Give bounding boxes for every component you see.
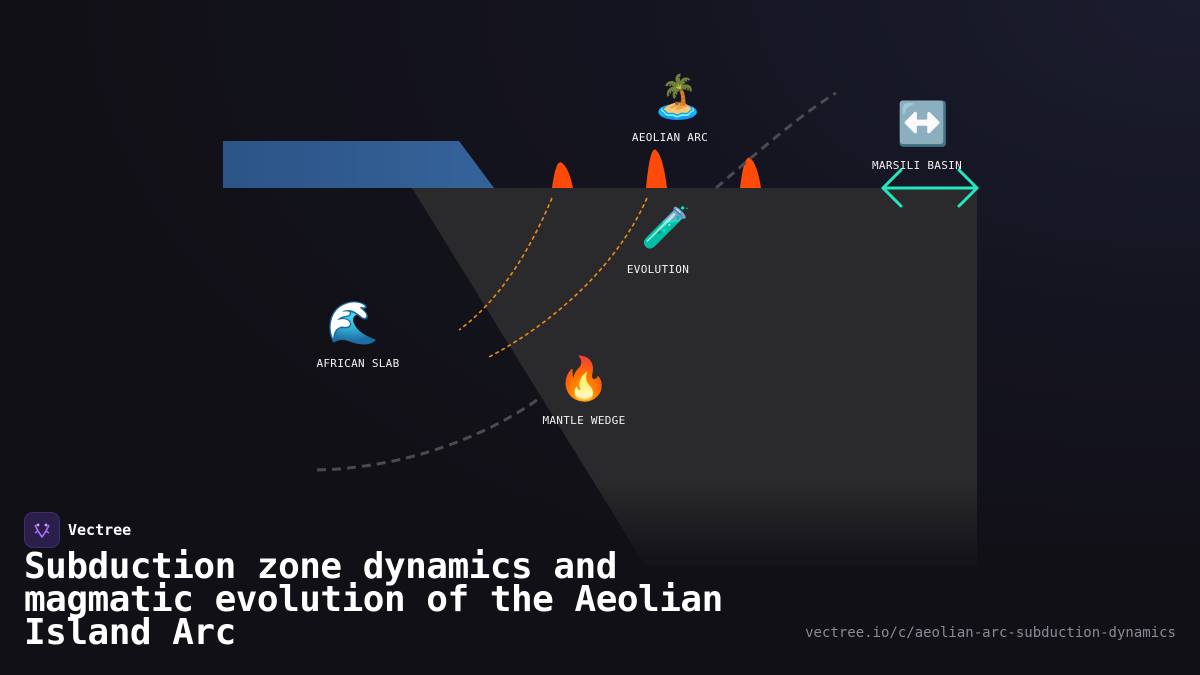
page-title: Subduction zone dynamics and magmatic ev… [24,546,723,653]
magma-path-left [458,197,553,331]
desert-island-icon: 🏝️ [651,72,705,121]
slab-trace-upper [715,91,837,190]
magma-path-right [486,197,648,359]
volcano-left [552,162,573,188]
left-right-arrow-icon: ↔️ [896,99,950,148]
volcano-right [740,157,761,188]
extension-arrow [881,168,979,208]
vectree-logo-icon [24,512,60,548]
brand-name: Vectree [68,521,132,539]
volcano-center [646,149,667,188]
fire-icon: 🔥 [557,354,611,403]
aeolian-arc-label: AEOLIAN ARC [631,131,709,144]
source-url[interactable]: vectree.io/c/aeolian-arc-subduction-dyna… [805,625,1176,641]
test-tube-icon: 🧪 [641,205,691,251]
water-wave-icon: 🌊 [326,298,380,347]
overriding-plate [412,188,977,565]
evolution-label: EVOLUTION [626,263,690,276]
sea-layer [223,141,494,188]
marsili-basin-label: MARSILI BASIN [872,159,962,172]
bottom-fade [0,480,1200,675]
mantle-wedge-label: MANTLE WEDGE [542,414,626,427]
african-slab-label: AFRICAN SLAB [316,357,400,370]
brand: Vectree [24,512,131,548]
slab-trace-lower [316,398,538,472]
